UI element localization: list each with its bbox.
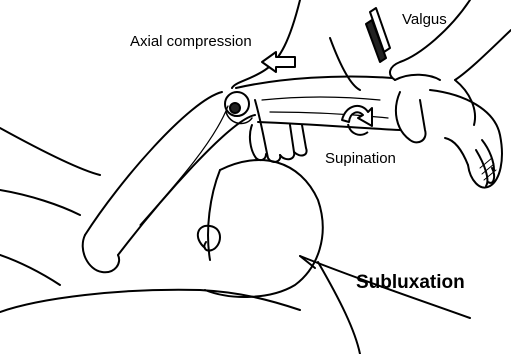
valgus-arrow-icon xyxy=(366,8,390,62)
subluxation-label: Subluxation xyxy=(356,272,465,293)
supination-arrow-icon xyxy=(342,106,372,135)
axial-compression-label: Axial compression xyxy=(130,33,252,50)
patient-hand xyxy=(430,90,502,188)
table xyxy=(300,256,470,354)
examiner-hand-top xyxy=(232,0,360,162)
elbow-joint xyxy=(225,92,252,124)
patient-body xyxy=(0,128,323,312)
valgus-label: Valgus xyxy=(402,11,447,28)
supination-label: Supination xyxy=(325,150,396,167)
